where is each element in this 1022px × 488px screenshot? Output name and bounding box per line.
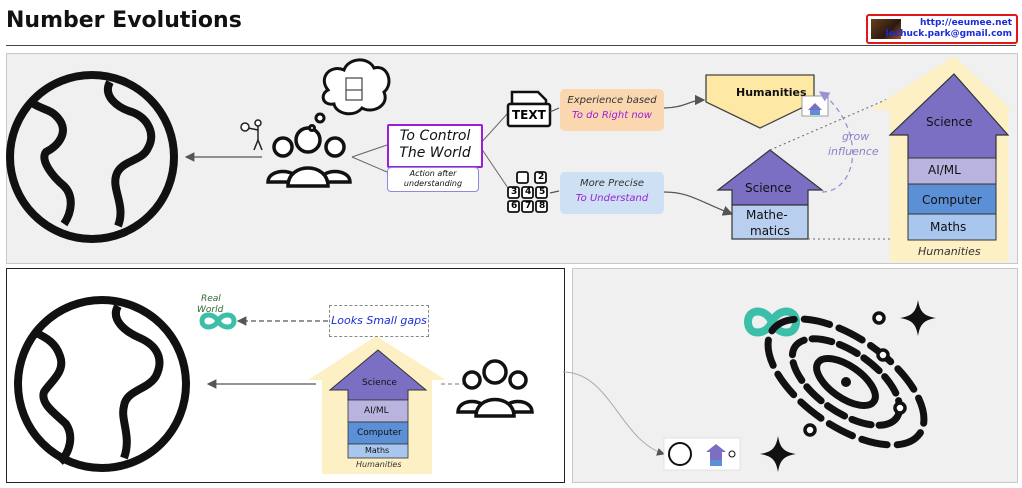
humanities-banner-shape [705, 74, 815, 129]
control-line1: To Control [399, 128, 471, 144]
bottom-science-house [328, 349, 428, 459]
bottom-house-layer-maths: Maths [365, 446, 390, 455]
grow-line2: influence [828, 145, 879, 158]
author-thumbnail [871, 19, 901, 39]
digit-4: 4 [525, 187, 532, 197]
big-house-layer-computer: Computer [922, 193, 982, 207]
small-house-bottom-line1: Mathe- [746, 208, 788, 222]
mini-diagram-thumbnail [663, 437, 741, 471]
bottom-house-top-label: Science [362, 378, 397, 388]
arrow-precise-to-science [663, 191, 734, 216]
experience-line2: To do Right now [572, 110, 652, 121]
action-line1: Action after [409, 169, 457, 178]
sparkle-icons [760, 300, 936, 472]
mini-house-icon [801, 95, 829, 117]
arrow-to-thumbnail [562, 371, 665, 456]
title-divider [6, 45, 1016, 46]
real-world-line2: World [197, 305, 224, 315]
contact-url[interactable]: http://eeumee.net [919, 18, 1012, 28]
bottom-house-base-label: Humanities [356, 460, 402, 469]
big-house-layer-aiml: AI/ML [928, 163, 961, 177]
top-panel [6, 53, 1018, 264]
contact-box[interactable]: http://eeumee.net lechuck.park@gmail.com [866, 14, 1018, 44]
small-house-top-label: Science [745, 181, 792, 195]
digit-6: 6 [511, 201, 518, 211]
gaps-label-box: Looks Small gaps [329, 305, 429, 337]
humanities-banner-label: Humanities [736, 86, 807, 99]
text-document-icon [506, 90, 552, 128]
globe-icon-bottom [14, 296, 190, 472]
infinity-icon-small [199, 312, 237, 330]
precise-line2: To Understand [575, 193, 649, 204]
arrow-experience-to-humanities [663, 94, 706, 109]
grow-line1: grow [842, 130, 870, 143]
action-box: Action after understanding [387, 167, 479, 192]
galaxy-core [841, 377, 851, 387]
experience-box: Experience based To do Right now [560, 89, 664, 131]
small-house-bottom-line2: matics [750, 224, 790, 238]
galaxy-icon [764, 315, 928, 449]
page-title: Number Evolutions [6, 8, 242, 33]
digit-8: 8 [539, 201, 546, 211]
action-line2: understanding [403, 179, 463, 188]
people-group-icon-top [266, 126, 352, 188]
bottom-house-layer-computer: Computer [357, 428, 402, 438]
control-world-box: To Control The World [387, 124, 483, 168]
real-world-line1: Real [201, 294, 221, 304]
contact-email[interactable]: lechuck.park@gmail.com [885, 29, 1012, 39]
numbers-grid-icon [507, 171, 548, 213]
precise-line1: More Precise [579, 178, 645, 189]
globe-icon-top [6, 71, 178, 243]
big-house-base-label: Humanities [918, 245, 981, 258]
explorer-figure-icon [240, 119, 263, 151]
text-doc-label: TEXT [512, 108, 546, 122]
big-house-top-label: Science [926, 115, 973, 129]
digit-7: 7 [525, 201, 532, 211]
planet-dots [803, 311, 907, 437]
worker-sketch-icon [345, 77, 363, 101]
grow-influence-arrow [818, 91, 854, 193]
people-group-icon-bottom [456, 359, 534, 418]
digit-5: 5 [539, 187, 546, 197]
big-house-layer-maths: Maths [930, 220, 967, 234]
digit-3: 3 [511, 187, 518, 197]
digit-2: 2 [538, 172, 545, 182]
experience-line1: Experience based [567, 95, 657, 106]
thought-cloud-icon [308, 58, 391, 132]
big-science-house [888, 73, 1010, 241]
control-line2: The World [399, 145, 471, 161]
precise-box: More Precise To Understand [560, 172, 664, 214]
small-science-house [716, 149, 824, 240]
bottom-house-layer-aiml: AI/ML [364, 406, 389, 416]
